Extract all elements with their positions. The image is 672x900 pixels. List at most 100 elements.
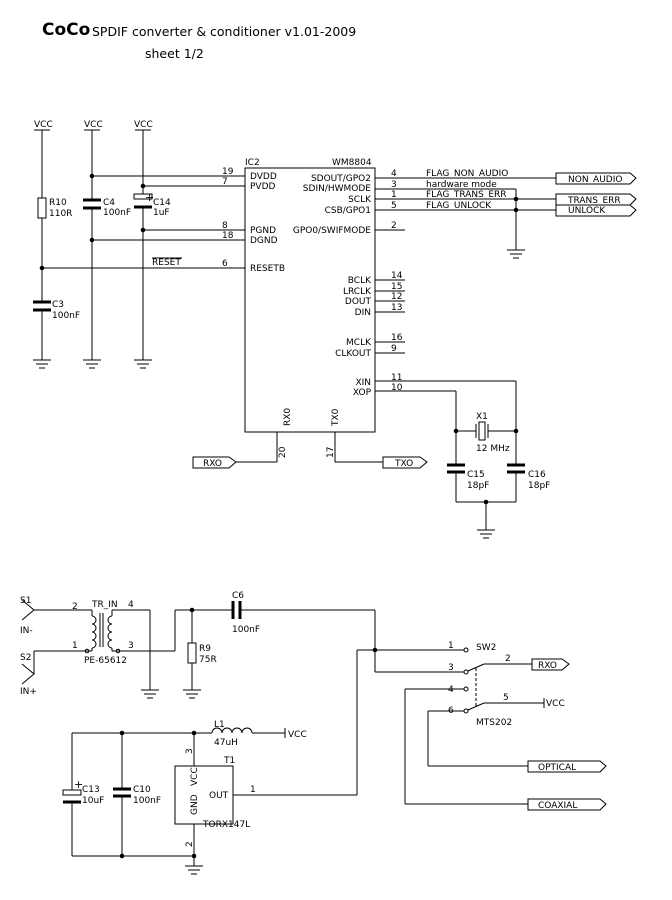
svg-text:12 MHz: 12 MHz (476, 444, 510, 454)
svg-text:12: 12 (391, 292, 402, 302)
svg-text:T1: T1 (223, 756, 235, 766)
capacitor-c6: C6 100nF (150, 591, 375, 652)
svg-text:3: 3 (391, 180, 397, 190)
switch-sw2: 1 2 3 4 5 6 SW2 MTS202 VCC (374, 610, 565, 804)
svg-text:+: + (145, 191, 154, 204)
svg-text:1: 1 (72, 641, 78, 651)
svg-text:CSB/GPO1: CSB/GPO1 (325, 206, 371, 216)
svg-text:LRCLK: LRCLK (343, 287, 372, 297)
svg-text:SW2: SW2 (476, 643, 496, 653)
port-optical: OPTICAL (428, 760, 607, 773)
svg-text:L1: L1 (214, 720, 225, 730)
svg-text:XIN: XIN (355, 378, 371, 388)
svg-text:VCC: VCC (190, 767, 200, 786)
svg-text:VCC: VCC (134, 120, 153, 130)
svg-text:4: 4 (128, 600, 134, 610)
svg-text:FLAG_NON_AUDIO: FLAG_NON_AUDIO (426, 169, 508, 179)
svg-text:TX0: TX0 (331, 408, 341, 427)
svg-text:6: 6 (222, 259, 228, 269)
svg-text:1: 1 (391, 190, 397, 200)
svg-text:19: 19 (222, 167, 234, 177)
svg-text:10uF: 10uF (82, 796, 104, 806)
svg-text:BCLK: BCLK (348, 276, 372, 286)
svg-text:C10: C10 (133, 785, 151, 795)
bottom-ground-rail (72, 853, 197, 859)
svg-text:+: + (74, 778, 83, 791)
svg-text:11: 11 (391, 373, 402, 383)
svg-text:XOP: XOP (353, 388, 372, 398)
svg-text:18pF: 18pF (467, 481, 489, 491)
svg-text:47uH: 47uH (214, 738, 238, 748)
svg-text:110R: 110R (49, 209, 72, 219)
svg-text:13: 13 (391, 303, 402, 313)
svg-text:IC2: IC2 (245, 158, 260, 168)
capacitor-c13: + C13 10uF (62, 733, 104, 856)
svg-text:MTS202: MTS202 (476, 718, 512, 728)
svg-text:7: 7 (222, 177, 228, 187)
svg-text:VCC: VCC (546, 699, 565, 709)
svg-text:16: 16 (391, 333, 403, 343)
svg-text:X1: X1 (476, 412, 488, 422)
ic2-wm8804: IC2 WM8804 DVDD 19 PVDD 7 PGND 8 DGND 18… (222, 158, 412, 458)
svg-text:18pF: 18pF (528, 481, 550, 491)
svg-text:SDIN/HWMODE: SDIN/HWMODE (303, 184, 372, 194)
svg-text:IN-: IN- (20, 626, 33, 636)
svg-text:100nF: 100nF (133, 796, 161, 806)
resistor-r10: R10 110R (37, 197, 72, 302)
receiver-t1: T1 TORX147L OUT VCC GND 3 1 2 (174, 647, 378, 875)
capacitor-c15: C15 18pF (447, 463, 489, 502)
resistor-r9: R9 75R (183, 610, 217, 699)
svg-text:R10: R10 (49, 198, 67, 208)
svg-text:RESETB: RESETB (250, 264, 285, 274)
svg-text:hardware mode: hardware mode (426, 180, 497, 190)
svg-text:14: 14 (391, 271, 403, 281)
svg-text:GPO0/SWIFMODE: GPO0/SWIFMODE (293, 226, 371, 236)
svg-text:PVDD: PVDD (250, 182, 276, 192)
inductor-l1: L1 47uH VCC (72, 720, 307, 748)
sheet-number: sheet 1/2 (145, 46, 204, 61)
svg-text:OPTICAL: OPTICAL (538, 763, 576, 773)
svg-text:UNLOCK: UNLOCK (568, 206, 606, 216)
svg-text:C16: C16 (528, 470, 546, 480)
port-trans-err: TRANS_ERR (555, 193, 637, 206)
svg-text:OUT: OUT (209, 791, 229, 801)
brand-title: CoCo (42, 20, 91, 40)
svg-text:R9: R9 (199, 644, 211, 654)
svg-text:2: 2 (391, 221, 397, 231)
transformer-tr-in: TR_IN 4 3 PE-65612 (84, 600, 159, 699)
svg-text:2: 2 (505, 654, 511, 664)
input-s2: S2 IN+ 1 (20, 641, 92, 697)
vcc-supply-1: VCC (34, 120, 53, 198)
svg-text:3: 3 (128, 641, 134, 651)
txo-net: TXO (334, 432, 428, 469)
svg-text:C15: C15 (467, 470, 485, 480)
rxo-top-net: RXO (192, 432, 278, 469)
svg-text:PE-65612: PE-65612 (84, 656, 127, 666)
svg-text:1uF: 1uF (153, 208, 170, 218)
svg-text:100nF: 100nF (103, 208, 131, 218)
svg-text:DGND: DGND (250, 236, 278, 246)
svg-text:2: 2 (72, 602, 78, 612)
svg-text:C13: C13 (82, 785, 100, 795)
svg-text:RX0: RX0 (283, 408, 293, 426)
svg-text:1: 1 (250, 785, 256, 795)
svg-text:VCC: VCC (288, 730, 307, 740)
svg-text:S2: S2 (20, 653, 31, 663)
svg-text:15: 15 (391, 282, 402, 292)
capacitor-c10: C10 100nF (113, 733, 161, 856)
svg-text:WM8804: WM8804 (332, 158, 372, 168)
svg-text:3: 3 (448, 663, 454, 673)
svg-text:COAXIAL: COAXIAL (538, 801, 577, 811)
ground-symbol-c14 (134, 359, 152, 369)
input-s1: S1 IN- 2 (20, 596, 92, 636)
svg-text:5: 5 (391, 201, 397, 211)
svg-text:100nF: 100nF (52, 311, 80, 321)
capacitor-c4: C4 100nF (83, 198, 131, 360)
svg-text:20: 20 (278, 446, 288, 458)
port-non-audio: NON_AUDIO (555, 172, 637, 185)
svg-text:C4: C4 (103, 198, 115, 208)
vcc-supply-2: VCC (84, 120, 103, 200)
svg-text:CLKOUT: CLKOUT (335, 349, 371, 359)
svg-text:FLAG_TRANS_ERR: FLAG_TRANS_ERR (426, 190, 507, 200)
